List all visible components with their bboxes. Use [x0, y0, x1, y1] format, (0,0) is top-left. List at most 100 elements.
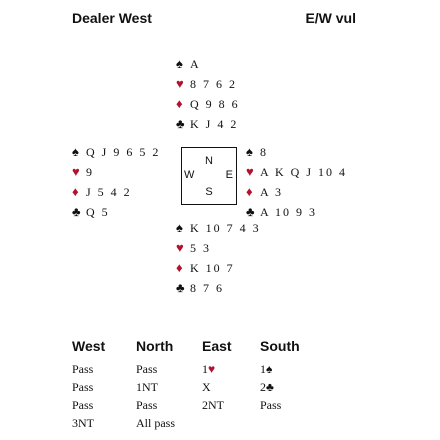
heart-icon: ♥: [72, 164, 80, 179]
auction-bid: 1♠: [260, 360, 320, 378]
west-hand: ♠Q J 9 6 5 2 ♥9 ♦J 5 4 2 ♣Q 5: [72, 142, 160, 222]
heart-icon: ♥: [246, 164, 254, 179]
auction-bid: All pass: [136, 414, 202, 432]
south-spades: ♠ K 10 7 4 3: [176, 218, 261, 238]
bid-text: X: [202, 379, 211, 394]
diamond-icon: ♦: [72, 184, 79, 199]
north-hearts: ♥ 8 7 6 2: [176, 74, 240, 94]
bid-text: Pass: [72, 397, 94, 412]
south-spades-cards: K 10 7 4 3: [190, 221, 261, 235]
bid-text: 2NT: [202, 397, 224, 412]
north-clubs-cards: K J 4 2: [190, 117, 239, 131]
east-hearts-cards: A K Q J 10 4: [260, 165, 348, 179]
vulnerability-label: E/W vul: [305, 10, 356, 26]
auction-bid: Pass: [136, 396, 202, 414]
south-clubs: ♣8 7 6: [176, 278, 261, 298]
auction-bid: Pass: [72, 378, 136, 396]
west-clubs: ♣ Q 5: [72, 202, 160, 222]
compass-east: E: [225, 169, 233, 181]
bid-text: 3NT: [72, 415, 94, 430]
spade-icon: ♠: [266, 361, 273, 376]
compass-north: N: [205, 155, 213, 167]
east-spades-cards: 8: [260, 145, 268, 159]
dealer-label: Dealer West: [72, 10, 152, 26]
auction-header: South: [260, 338, 300, 354]
west-diamonds: ♦ J 5 4 2: [72, 182, 160, 202]
south-diamonds-cards: K 10 7: [190, 261, 235, 275]
auction-bid: [202, 414, 260, 432]
bid-text: 1: [202, 361, 208, 376]
bid-text: Pass: [72, 361, 94, 376]
east-clubs: ♣ A 10 9 3: [246, 202, 347, 222]
north-spades-cards: A: [190, 57, 201, 71]
bid-text: Pass: [136, 397, 158, 412]
heart-icon: ♥: [176, 240, 184, 255]
south-diamonds: ♦ K 10 7: [176, 258, 261, 278]
east-hearts: ♥ A K Q J 10 4: [246, 162, 347, 182]
north-hand: ♠A ♥8 7 6 2 ♦Q 9 8 6 ♣K J 4 2: [176, 54, 240, 134]
west-hearts: ♥9: [72, 162, 160, 182]
diamond-icon: ♦: [176, 96, 183, 111]
auction-header: North: [136, 338, 174, 354]
auction-bid: Pass: [72, 360, 136, 378]
west-clubs-cards: Q 5: [86, 205, 110, 219]
bid-text: 1: [260, 361, 266, 376]
auction-row: Pass Pass 2NT Pass: [72, 396, 320, 414]
club-icon: ♣: [176, 116, 185, 131]
auction-header: East: [202, 338, 232, 354]
heart-icon: ♥: [208, 361, 216, 376]
spade-icon: ♠: [246, 144, 253, 159]
auction-bid: Pass: [136, 360, 202, 378]
compass-box: N W E S: [181, 147, 237, 205]
club-icon: ♣: [266, 379, 274, 394]
south-clubs-cards: 8 7 6: [190, 281, 224, 295]
east-hand: ♠8 ♥A K Q J 10 4 ♦A 3 ♣A 10 9 3: [246, 142, 347, 222]
auction-bid: Pass: [260, 396, 320, 414]
auction-bid: 1♥: [202, 360, 260, 378]
east-clubs-cards: A 10 9 3: [260, 205, 318, 219]
auction-bid: 1NT: [136, 378, 202, 396]
auction-bid: Pass: [72, 396, 136, 414]
diamond-icon: ♦: [246, 184, 253, 199]
auction-bid: [260, 414, 320, 432]
west-spades: ♠ Q J 9 6 5 2: [72, 142, 160, 162]
diamond-icon: ♦: [176, 260, 183, 275]
spade-icon: ♠: [72, 144, 79, 159]
auction-bid: X: [202, 378, 260, 396]
heart-icon: ♥: [176, 76, 184, 91]
west-hearts-cards: 9: [86, 165, 94, 179]
north-diamonds-cards: Q 9 8 6: [190, 97, 240, 111]
north-spades: ♠A: [176, 54, 240, 74]
auction-row: 3NT All pass: [72, 414, 320, 432]
west-spades-cards: Q J 9 6 5 2: [86, 145, 161, 159]
auction-bid: 2NT: [202, 396, 260, 414]
auction-bid: 2♣: [260, 378, 320, 396]
spade-icon: ♠: [176, 220, 183, 235]
south-hand: ♠ K 10 7 4 3 ♥ 5 3 ♦ K 10 7 ♣8 7 6: [176, 218, 261, 298]
bid-text: All pass: [136, 415, 175, 430]
south-hearts: ♥ 5 3: [176, 238, 261, 258]
north-diamonds: ♦ Q 9 8 6: [176, 94, 240, 114]
bid-text: Pass: [260, 397, 282, 412]
compass-south: S: [205, 186, 213, 198]
bid-text: 2: [260, 379, 266, 394]
east-spades: ♠8: [246, 142, 347, 162]
bid-text: 1NT: [136, 379, 158, 394]
auction-header-row: West North East South: [72, 338, 320, 360]
compass-west: W: [184, 169, 195, 181]
club-icon: ♣: [246, 204, 255, 219]
west-diamonds-cards: J 5 4 2: [86, 185, 132, 199]
south-hearts-cards: 5 3: [190, 241, 211, 255]
club-icon: ♣: [72, 204, 81, 219]
east-diamonds: ♦ A 3: [246, 182, 347, 202]
auction-header: West: [72, 338, 106, 354]
east-diamonds-cards: A 3: [260, 185, 284, 199]
auction-bid: 3NT: [72, 414, 136, 432]
north-hearts-cards: 8 7 6 2: [190, 77, 237, 91]
spade-icon: ♠: [176, 56, 183, 71]
bid-text: Pass: [136, 361, 158, 376]
